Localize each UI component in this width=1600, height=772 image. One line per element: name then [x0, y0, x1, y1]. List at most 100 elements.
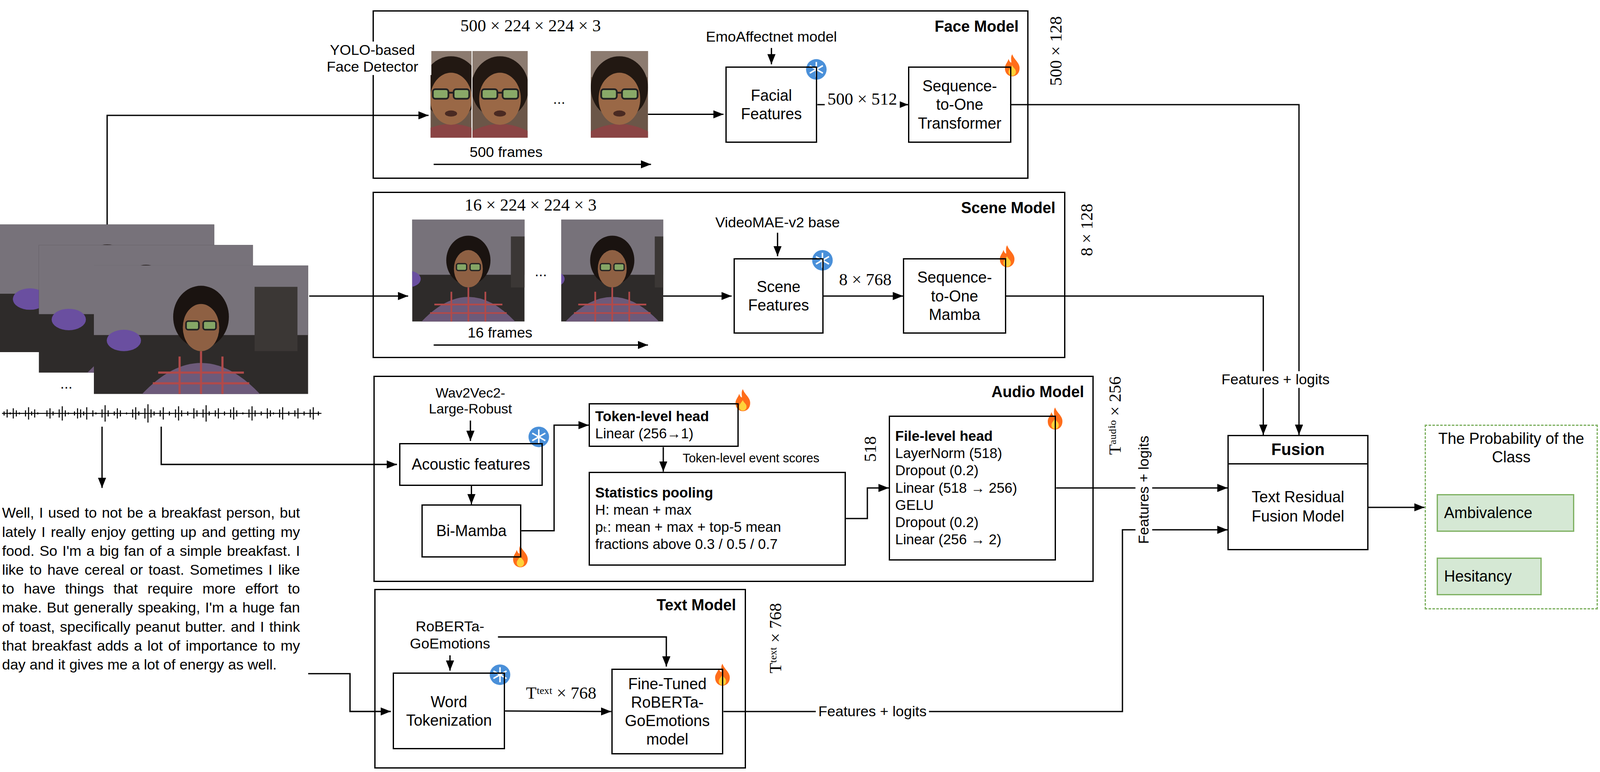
box-content: Facial Features — [726, 86, 816, 124]
face-crop — [576, 51, 663, 138]
head-title: Statistics pooling — [595, 484, 840, 502]
flow-arrow — [309, 295, 409, 297]
box-text: Acoustic features — [404, 454, 538, 474]
box-text: H: mean + max — [595, 501, 840, 519]
panel-title: The Probability of the Class — [1425, 429, 1597, 467]
time-arrow — [433, 163, 652, 166]
edge-label: Tᵗᵉˣᵗ × 768 — [523, 682, 599, 703]
connector-arrow — [470, 485, 473, 505]
face-crops — [407, 51, 663, 138]
annotation-label: 518 — [860, 436, 881, 462]
box-text: Scene Features — [739, 277, 818, 315]
annotation-label: 8 × 128 — [1076, 203, 1097, 256]
scene-frames — [383, 219, 698, 322]
edge-label: Token-level event scores — [679, 451, 822, 466]
box-content: Statistics poolingH: mean + maxpₜ: mean … — [589, 484, 845, 554]
feature-extractor-box: Scene Features — [733, 258, 824, 334]
box-text: Text Residual Fusion Model — [1233, 487, 1362, 526]
annotation-label: YOLO-based Face Detector — [313, 41, 432, 76]
feature-extractor-box: Facial Features — [725, 66, 818, 144]
annotation-label: EmoAffectnet model — [706, 28, 838, 46]
video-frame — [93, 265, 309, 394]
flow-arrow — [647, 113, 724, 115]
box-content: Scene Features — [734, 277, 822, 315]
audio-waveform — [2, 403, 322, 423]
annotation-label: Wav2Vec2-Large-Robust — [416, 385, 524, 418]
box-content: Fine-Tuned RoBERTa-GoEmotions model — [612, 674, 723, 749]
sequence-model-box: Bi-Mamba — [421, 504, 522, 558]
annotation-label: 16 frames — [467, 324, 533, 341]
box-text: Hesitancy — [1443, 567, 1535, 586]
time-arrow — [433, 344, 649, 346]
flow-arrow — [776, 232, 779, 257]
annotation-label: Features + logits — [1135, 433, 1153, 547]
head-title: Token-level head — [595, 407, 733, 425]
box-text: Linear (256 → 2) — [895, 530, 1050, 548]
box-content: Sequence-to-One Mamba — [904, 267, 1005, 324]
panel-title: Scene Model — [961, 198, 1056, 217]
annotation-label: 16 × 224 × 224 × 3 — [464, 195, 597, 215]
connector-arrow — [1368, 506, 1425, 508]
box-content: Hesitancy — [1437, 567, 1541, 586]
annotation-label: Features + logits — [1218, 371, 1333, 388]
class-box: Hesitancy — [1436, 557, 1542, 596]
edge-label: Features + logits — [815, 702, 930, 720]
box-content: Text Residual Fusion Model — [1228, 487, 1367, 526]
class-box: Ambivalence — [1436, 493, 1575, 532]
flow-arrow — [469, 420, 472, 442]
annotation-label: RoBERTa-GoEmotions — [393, 617, 507, 652]
flow-arrow — [107, 115, 429, 225]
flow-arrow — [770, 48, 773, 65]
connector-arrow — [1006, 295, 1264, 435]
box-content: Word Tokenization — [393, 692, 504, 730]
flow-arrow — [161, 426, 397, 465]
annotation-label: VideoMAE-v2 base — [715, 213, 840, 231]
box-text: Dropout (0.2) — [895, 461, 1050, 479]
face-crop — [456, 51, 544, 138]
box-text: fractions above 0.3 / 0.5 / 0.7 — [595, 535, 840, 553]
flame-icon — [999, 245, 1015, 268]
box-content: File-level headLayerNorm (518)Dropout (0… — [890, 427, 1055, 549]
box-content: Bi-Mamba — [422, 521, 521, 540]
annotation-label: ... — [534, 263, 547, 280]
annotation-label: ... — [553, 90, 566, 108]
edge-label: 8 × 768 — [836, 269, 895, 290]
box-text: Sequence-to-One Mamba — [908, 267, 1001, 324]
box-content: Ambivalence — [1437, 503, 1573, 522]
box-content: Sequence-to-One Transformer — [909, 76, 1010, 133]
transcript-text: Well, I used to not be a breakfast perso… — [2, 502, 301, 674]
fusion-title: Fusion — [1228, 436, 1367, 465]
box-text: Fine-Tuned RoBERTa-GoEmotions model — [616, 674, 719, 749]
trainable-icons — [513, 54, 1063, 686]
edge-label: 500 × 512 — [824, 89, 900, 109]
flame-icon — [1004, 54, 1020, 77]
connector-arrow — [823, 295, 904, 297]
box-content: Token-level headLinear (256→1) — [589, 407, 738, 443]
box-text: Dropout (0.2) — [895, 513, 1050, 531]
scene-frame — [527, 219, 698, 322]
pooling-box: Statistics poolingH: mean + maxpₜ: mean … — [588, 471, 846, 566]
sequence-model-box: Sequence-to-One Mamba — [902, 258, 1006, 334]
box-content: Acoustic features — [400, 454, 542, 474]
annotation-label: Tᵗᵉˣᵗ × 768 — [765, 602, 786, 674]
language-model-box: Fine-Tuned RoBERTa-GoEmotions model — [611, 668, 724, 755]
box-text: GELU — [895, 496, 1050, 514]
box-text: Facial Features — [730, 86, 812, 124]
flow-arrow — [497, 636, 667, 667]
connector-arrow — [723, 529, 1228, 712]
panel-title: Text Model — [656, 595, 736, 614]
tokenizer-box: Word Tokenization — [392, 672, 506, 749]
flow-arrow — [101, 426, 103, 488]
annotation-label: Tᵃᵘᵈⁱᵒ × 256 — [1105, 375, 1125, 455]
sequence-model-box: Sequence-to-One Transformer — [908, 66, 1011, 144]
panel-title: Audio Model — [991, 382, 1084, 401]
connector-arrow — [505, 710, 612, 712]
box-text: Linear (518 → 256) — [895, 479, 1050, 497]
connector-arrow — [662, 447, 665, 472]
box-text: pₜ: mean + max + top-5 mean — [595, 518, 840, 536]
box-text: LayerNorm (518) — [895, 444, 1050, 462]
box-text: Bi-Mamba — [427, 521, 516, 540]
scene-frame — [383, 219, 554, 322]
flow-arrow — [308, 673, 391, 712]
video-frames — [0, 223, 309, 394]
